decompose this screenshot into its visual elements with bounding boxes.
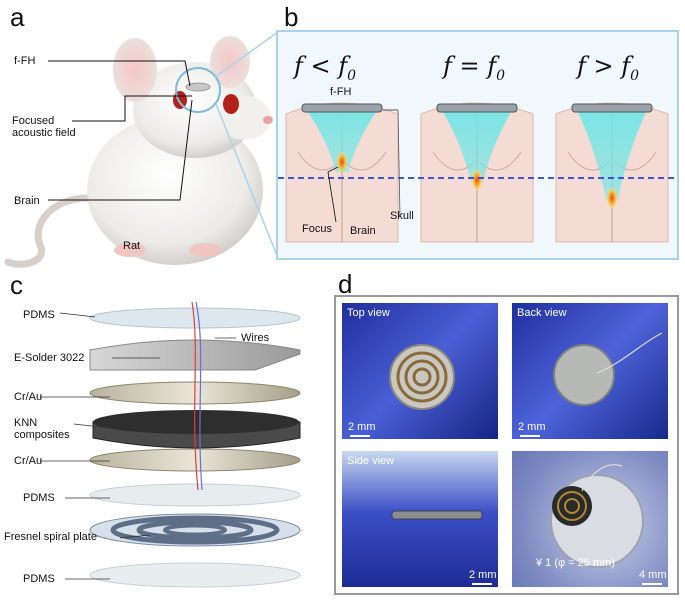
layer-stack [40, 301, 301, 588]
caption-side-view: Side view [347, 455, 395, 467]
layer-label-3: KNN composites [14, 417, 70, 441]
scale-back: 2 mm [518, 421, 546, 433]
panel-d-label: d [338, 269, 353, 299]
label-skull: Skull [390, 210, 414, 222]
scalebar-back [520, 435, 540, 437]
label-focus: Focus [302, 223, 332, 235]
panel-a-label: a [10, 2, 25, 32]
section-equal [420, 102, 534, 243]
photo-top-view: Top view 2 mm [342, 303, 498, 439]
label-fh-b: f-FH [330, 86, 352, 98]
panel-c-label: c [10, 270, 23, 300]
formula-equal: f = f0 [443, 52, 506, 84]
layer-label-4: Cr/Au [14, 455, 43, 467]
caption-coin: ¥ 1 (φ = 25 mm) [536, 557, 615, 569]
rat-illustration [4, 31, 279, 268]
photo-back-view: Back view 2 mm [512, 303, 668, 439]
label-focused-field: Focused acoustic field [12, 115, 76, 139]
layer-label-1: E-Solder 3022 [14, 352, 85, 364]
caption-back-view: Back view [517, 307, 567, 319]
formula-greater: f > f0 [577, 52, 640, 84]
label-brain-b: Brain [350, 225, 376, 237]
label-rat: Rat [123, 240, 141, 252]
section-greater [555, 102, 669, 243]
label-brain-a: Brain [14, 195, 40, 207]
panel-b-label: b [284, 2, 299, 32]
scalebar-top [350, 435, 370, 437]
label-wires: Wires [241, 332, 270, 344]
caption-top-view: Top view [347, 307, 390, 319]
label-fh: f-FH [14, 55, 36, 67]
layer-label-2: Cr/Au [14, 391, 43, 403]
layer-label-6: Fresnel spiral plate [4, 531, 97, 543]
panel-d: Top view 2 mm Back view 2 mm Side view 2… [334, 295, 679, 595]
layer-label-5: PDMS [23, 492, 55, 504]
layer-label-0: PDMS [23, 309, 55, 321]
photo-coin-view: ¥ 1 (φ = 25 mm) 4 mm [512, 451, 668, 587]
panel-b: f < f0 f = f0 f > f0 [276, 30, 679, 260]
brain-sections [278, 102, 677, 243]
layer-label-7: PDMS [23, 573, 55, 585]
scale-top: 2 mm [348, 421, 376, 433]
scale-side: 2 mm [469, 569, 497, 581]
scalebar-coin [642, 583, 662, 585]
scale-coin: 4 mm [639, 569, 667, 581]
photo-side-view: Side view 2 mm [342, 451, 498, 587]
formula-less: f < f0 [294, 52, 357, 84]
scalebar-side [472, 583, 492, 585]
section-less [285, 102, 399, 243]
